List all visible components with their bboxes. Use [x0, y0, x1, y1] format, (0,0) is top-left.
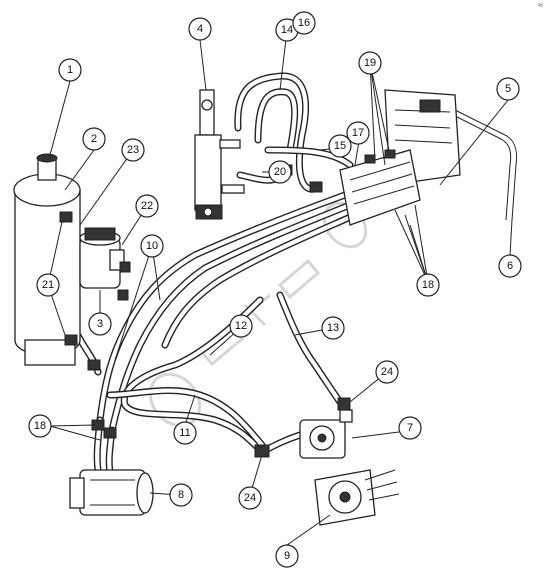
- callout-5: 5: [496, 77, 520, 101]
- callout-21: 21: [36, 273, 60, 297]
- callout-8: 8: [169, 483, 193, 507]
- callout-9: 9: [275, 544, 299, 568]
- leader-lines: [47, 29, 513, 546]
- svg-text:4: 4: [197, 23, 203, 35]
- svg-text:23: 23: [127, 144, 139, 156]
- svg-text:6: 6: [507, 260, 513, 272]
- watermark: [148, 201, 368, 428]
- svg-text:14: 14: [281, 24, 293, 36]
- svg-text:9: 9: [284, 550, 290, 562]
- svg-text:18: 18: [422, 279, 434, 291]
- svg-text:8: 8: [178, 489, 184, 501]
- callout-18-motor: 18: [28, 414, 52, 438]
- callout-3: 3: [88, 312, 112, 336]
- control-valve: [339, 89, 461, 226]
- callout-10: 10: [140, 234, 164, 258]
- callout-7: 7: [398, 416, 422, 440]
- hydraulic-pump: [299, 409, 353, 459]
- hydraulic-cylinder: [194, 89, 245, 220]
- oil-filter: [79, 227, 125, 289]
- svg-text:24: 24: [244, 492, 256, 504]
- callout-24-lower: 24: [238, 486, 262, 510]
- svg-text:17: 17: [352, 127, 364, 139]
- callout-4: 4: [188, 17, 212, 41]
- hydraulic-tank: [13, 153, 81, 366]
- drive-unit: [314, 469, 400, 526]
- svg-text:10: 10: [146, 240, 158, 252]
- svg-text:12: 12: [235, 320, 247, 332]
- svg-text:16: 16: [298, 17, 310, 29]
- svg-text:22: 22: [141, 200, 153, 212]
- svg-text:24: 24: [381, 366, 393, 378]
- svg-text:18: 18: [34, 420, 46, 432]
- callout-18-valve: 18: [416, 273, 440, 297]
- corner-mark: ≈: [538, 0, 543, 10]
- svg-text:11: 11: [179, 427, 190, 439]
- svg-text:1: 1: [67, 64, 73, 76]
- callout-15: 15: [328, 134, 352, 158]
- svg-text:21: 21: [42, 279, 54, 291]
- callouts: 1 2 3 4 5 6 7 8 9 10 11 12 13 14 15 16 1…: [28, 11, 522, 568]
- svg-text:5: 5: [505, 83, 511, 95]
- callout-12: 12: [229, 314, 253, 338]
- callout-20: 20: [268, 160, 292, 184]
- callout-13: 13: [321, 316, 345, 340]
- callout-11: 11: [173, 421, 197, 445]
- callout-19: 19: [358, 51, 382, 75]
- svg-text:19: 19: [364, 57, 376, 69]
- svg-text:2: 2: [91, 133, 97, 145]
- callout-2: 2: [82, 127, 106, 151]
- callout-22: 22: [135, 194, 159, 218]
- hydraulic-motor: [69, 469, 154, 516]
- callout-16: 16: [292, 11, 316, 35]
- svg-text:7: 7: [407, 422, 413, 434]
- svg-text:13: 13: [327, 322, 339, 334]
- callout-17: 17: [346, 121, 370, 145]
- callout-6: 6: [498, 254, 522, 278]
- callout-24-pump: 24: [375, 360, 399, 384]
- callout-23: 23: [121, 138, 145, 162]
- svg-text:3: 3: [97, 318, 103, 330]
- callout-1: 1: [58, 58, 82, 82]
- svg-text:15: 15: [334, 140, 346, 152]
- svg-text:20: 20: [274, 166, 286, 178]
